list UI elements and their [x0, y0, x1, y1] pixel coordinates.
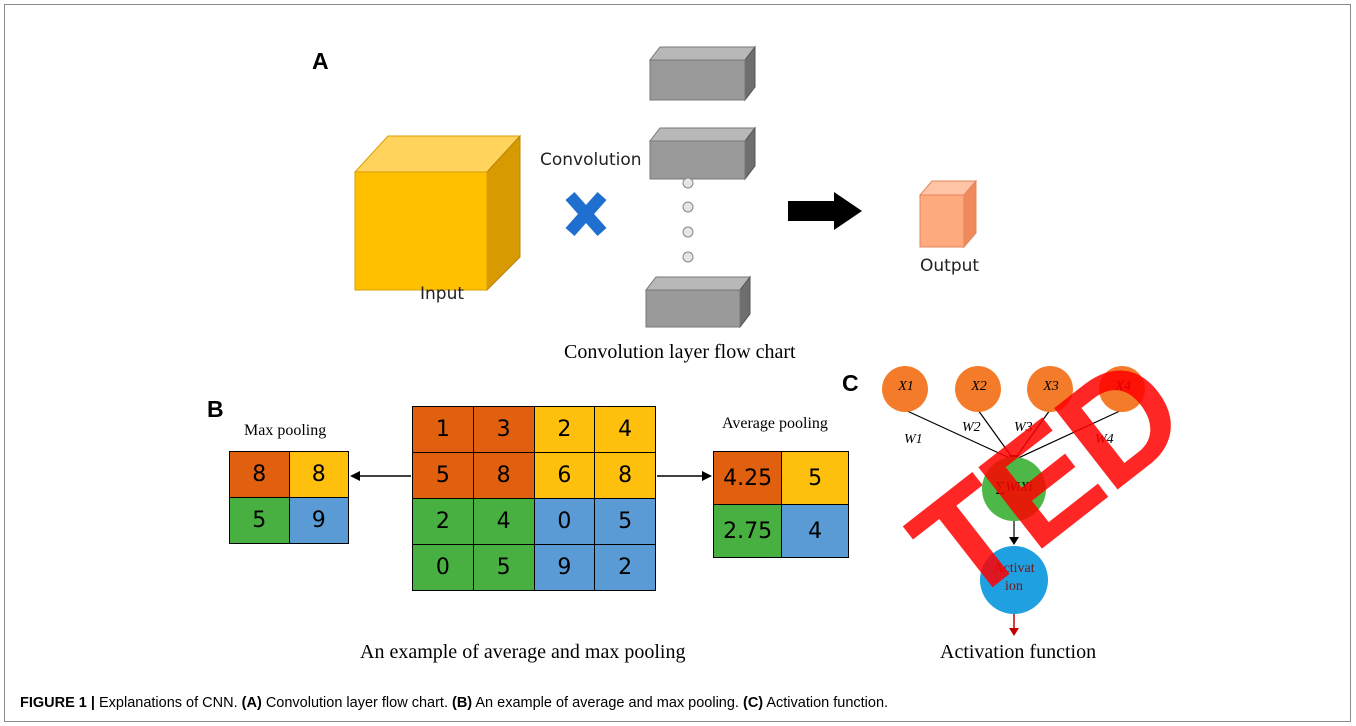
max-cell: 9 — [288, 497, 349, 544]
max-pooling-label: Max pooling — [244, 422, 327, 439]
average-pooling-grid: 4.25 5 2.75 4 — [712, 451, 849, 558]
input-cell: 0 — [533, 498, 596, 545]
input-node-x4 — [1099, 366, 1145, 412]
input-cell: 8 — [472, 452, 535, 499]
input-cell: 2 — [412, 498, 474, 545]
activation-label-line2: ion — [1005, 579, 1023, 594]
multiply-icon — [565, 192, 607, 236]
weight-label-w2: W2 — [962, 420, 981, 435]
input-cell: 8 — [594, 452, 656, 499]
input-cube — [353, 134, 522, 292]
kernel-middle — [648, 126, 757, 181]
activation-label-line1: Activat — [993, 561, 1035, 576]
input-cell: 2 — [533, 406, 596, 453]
input-cell: 4 — [472, 498, 535, 545]
input-node-x1 — [882, 366, 928, 412]
caption-b-text: An example of average and max pooling. — [472, 695, 743, 711]
average-pooling-label: Average pooling — [722, 415, 828, 432]
input-node-x2 — [955, 366, 1001, 412]
right-arrow-icon — [657, 471, 712, 481]
input-label-x2: X2 — [971, 379, 987, 394]
input-cell: 2 — [594, 544, 656, 591]
sum-label: ∑WiXi — [995, 480, 1033, 495]
sum-node — [982, 457, 1046, 521]
arrow-head — [1009, 628, 1019, 636]
input-grid: 1 3 2 4 5 8 6 8 2 4 0 5 0 5 9 2 — [412, 406, 656, 591]
input-cell: 9 — [533, 544, 596, 591]
max-pooling-grid: 8 8 5 9 — [229, 451, 349, 544]
weight-label-w3: W3 — [1014, 420, 1033, 435]
max-cell: 5 — [229, 497, 290, 544]
input-cell: 4 — [594, 406, 656, 453]
output-cube — [918, 179, 978, 249]
input-cell: 6 — [533, 452, 596, 499]
figure-caption: FIGURE 1 | Explanations of CNN. (A) Conv… — [20, 695, 888, 711]
input-label-x3: X3 — [1043, 379, 1059, 394]
caption-intro: Explanations of CNN. — [94, 695, 242, 711]
kernel-top — [648, 45, 757, 102]
caption-a-tag: (A) — [241, 695, 262, 711]
panel-b-title: An example of average and max pooling — [360, 641, 686, 663]
left-arrow-icon — [350, 471, 411, 481]
caption-a-text: Convolution layer flow chart. — [261, 695, 452, 711]
caption-figure-label: FIGURE 1 | — [20, 695, 95, 711]
weight-label-w1: W1 — [904, 432, 923, 447]
input-cell: 5 — [472, 544, 535, 591]
caption-b-tag: (B) — [452, 695, 473, 711]
avg-cell: 4.25 — [712, 451, 783, 505]
panel-c-letter: C — [842, 370, 859, 396]
weight-label-w4: W4 — [1095, 432, 1114, 447]
avg-cell: 4 — [781, 504, 849, 558]
input-label: Input — [420, 284, 465, 304]
input-label-x4: X4 — [1115, 379, 1131, 394]
convolution-diagram — [353, 45, 978, 329]
output-label: Output — [920, 256, 980, 276]
figure-frame — [4, 4, 1351, 722]
input-cell: 3 — [472, 406, 535, 453]
activation-node — [980, 546, 1048, 614]
input-node-x3 — [1027, 366, 1073, 412]
max-cell: 8 — [288, 451, 349, 498]
right-arrow-icon — [788, 192, 862, 230]
input-label-x1: X1 — [898, 379, 914, 394]
panel-b-letter: B — [207, 396, 224, 422]
caption-c-tag: (C) — [742, 695, 764, 711]
caption-c-text: Activation function. — [763, 695, 889, 711]
ellipsis-dots — [682, 177, 694, 263]
convolution-label: Convolution — [540, 150, 642, 170]
panel-c-title: Activation function — [940, 641, 1097, 663]
avg-cell: 5 — [781, 451, 849, 505]
kernel-bottom — [644, 275, 752, 329]
arrow-head — [1009, 537, 1019, 545]
activation-label: Activat ion — [984, 560, 1044, 596]
panel-a-letter: A — [312, 48, 329, 74]
panel-a-title: Convolution layer flow chart — [564, 341, 796, 363]
input-cell: 0 — [412, 544, 474, 591]
input-cell: 5 — [594, 498, 656, 545]
input-cell: 5 — [412, 452, 474, 499]
avg-cell: 2.75 — [712, 504, 783, 558]
